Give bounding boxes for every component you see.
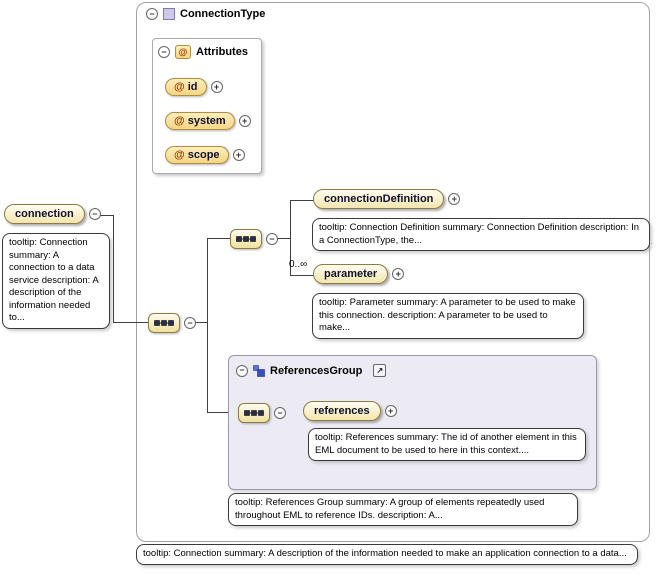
attribute-scope[interactable]: @scope — [165, 146, 229, 164]
connection-element[interactable]: connection — [4, 204, 85, 224]
attribute-id[interactable]: @id — [165, 78, 207, 96]
expand-icon[interactable]: + — [448, 193, 461, 205]
parameter-element[interactable]: parameter — [313, 264, 389, 284]
collapse-icon[interactable]: − — [88, 208, 101, 220]
cardinality-label: 0..∞ — [289, 259, 308, 270]
connectiontype-header: − ConnectionType — [146, 8, 265, 20]
connectiondefinition-element[interactable]: connectionDefinition — [313, 189, 445, 209]
attribute-id-label: id — [187, 81, 198, 93]
collapse-icon[interactable]: − — [236, 364, 248, 377]
parameter-tooltip: tooltip: Parameter summary: A parameter … — [312, 293, 584, 339]
attribute-at-icon: @ — [175, 45, 191, 59]
referencesgroup-label: ReferencesGroup — [270, 364, 363, 377]
compositor-node: − — [238, 403, 286, 423]
complextype-icon — [163, 8, 175, 20]
connector-line — [95, 215, 114, 216]
sequence-compositor-icon[interactable] — [148, 313, 180, 333]
collapse-icon[interactable]: − — [158, 46, 170, 58]
connectiondefinition-tooltip: tooltip: Connection Definition summary: … — [312, 218, 650, 252]
expand-icon[interactable]: + — [232, 149, 245, 161]
connector-line — [207, 412, 239, 413]
referencesgroup-header: − ReferencesGroup ↗ — [236, 364, 387, 377]
connector-line — [207, 238, 208, 413]
compositor-node: − — [148, 313, 196, 333]
expand-icon[interactable]: + — [392, 268, 405, 280]
attribute-row-id: @id + — [165, 78, 223, 96]
collapse-icon[interactable]: − — [274, 407, 286, 419]
external-link-icon[interactable]: ↗ — [373, 364, 387, 377]
connector-line — [193, 322, 208, 323]
expand-icon[interactable]: + — [210, 81, 223, 93]
connection-tooltip: tooltip: Connection summary: A connectio… — [2, 233, 110, 329]
at-prefix: @ — [174, 149, 185, 161]
expand-icon[interactable]: + — [238, 115, 251, 127]
connector-line — [290, 200, 314, 201]
connector-line — [290, 275, 314, 276]
references-tooltip: tooltip: References summary: The id of a… — [308, 428, 586, 462]
connectiondefinition-node: connectionDefinition + — [313, 189, 461, 209]
connection-bottom-tooltip: tooltip: Connection summary: A descripti… — [136, 544, 638, 565]
collapse-icon[interactable]: − — [184, 317, 196, 329]
connection-node: connection − — [4, 204, 101, 224]
collapse-icon[interactable]: − — [146, 8, 158, 20]
attribute-system-label: system — [187, 115, 226, 127]
compositor-node: − — [230, 229, 278, 249]
attributes-header: − @ Attributes — [158, 45, 248, 59]
collapse-icon[interactable]: − — [266, 233, 278, 245]
sequence-compositor-icon[interactable] — [230, 229, 262, 249]
connector-line — [113, 322, 148, 323]
attribute-system[interactable]: @system — [165, 112, 235, 130]
connector-line — [113, 215, 114, 323]
at-prefix: @ — [174, 81, 185, 93]
sequence-compositor-icon[interactable] — [238, 403, 270, 423]
references-element[interactable]: references — [303, 401, 381, 421]
group-icon — [253, 364, 265, 377]
connector-line — [275, 238, 291, 239]
referencesgroup-container — [228, 355, 597, 490]
connector-line — [290, 200, 291, 276]
parameter-node: parameter + — [313, 264, 405, 284]
at-prefix: @ — [174, 115, 185, 127]
attribute-row-scope: @scope + — [165, 146, 245, 164]
attributes-label: Attributes — [196, 46, 248, 58]
attribute-row-system: @system + — [165, 112, 251, 130]
connector-line — [207, 238, 231, 239]
referencesgroup-tooltip: tooltip: References Group summary: A gro… — [228, 493, 578, 527]
attribute-scope-label: scope — [187, 149, 220, 161]
references-node: references + — [303, 401, 397, 421]
expand-icon[interactable]: + — [384, 405, 397, 417]
connectiontype-label: ConnectionType — [180, 8, 266, 20]
